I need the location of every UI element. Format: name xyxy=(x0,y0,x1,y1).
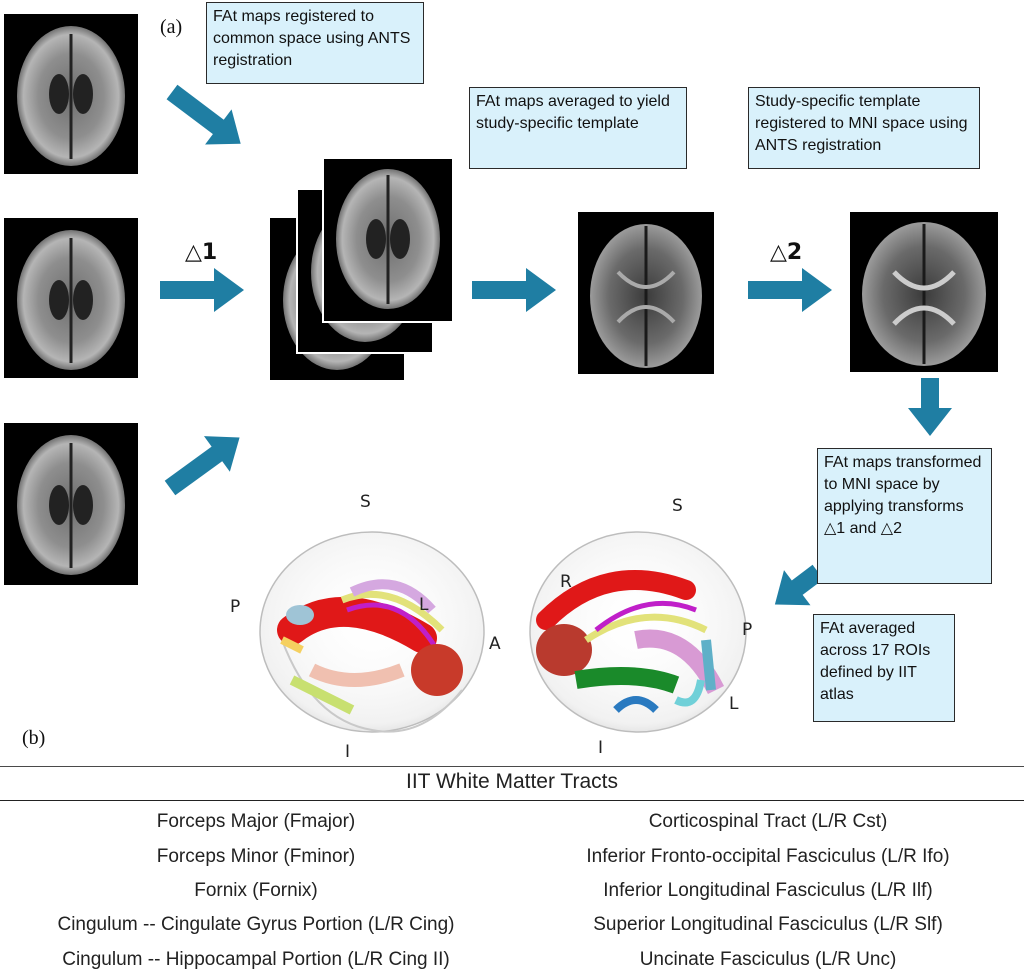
arrow-average xyxy=(472,268,556,312)
box-register: FAt maps registered to common space usin… xyxy=(206,2,424,84)
orient-right-posterior: P xyxy=(742,620,753,640)
tract-rendering-left xyxy=(252,520,494,756)
tract-right-5: Uncinate Fasciculus (L/R Unc) xyxy=(639,949,897,970)
tract-right-4: Superior Longitudinal Fasciculus (L/R Sl… xyxy=(593,914,943,935)
fa-map-subject-1 xyxy=(4,14,138,174)
fa-map-subject-2 xyxy=(4,218,138,378)
arrow-register-2 xyxy=(160,268,244,312)
orient-left-posterior: P xyxy=(230,597,241,617)
delta-1-label: △1 xyxy=(185,240,218,265)
delta-2-label: △2 xyxy=(770,240,803,265)
table-title: IIT White Matter Tracts xyxy=(406,770,618,793)
table-top-rule xyxy=(0,766,1024,767)
registered-map-front xyxy=(322,157,454,323)
box-average: FAt maps averaged to yield study-specifi… xyxy=(469,87,687,169)
tract-right-3: Inferior Longitudinal Fasciculus (L/R Il… xyxy=(603,880,933,901)
orient-left-inferior: I xyxy=(345,742,351,762)
orient-anterior: A xyxy=(489,634,501,654)
tract-left-4: Cingulum -- Cingulate Gyrus Portion (L/R… xyxy=(57,914,455,935)
box-mni: Study-specific template registered to MN… xyxy=(748,87,980,169)
orient-right-left: L xyxy=(729,694,739,714)
fa-map-subject-3 xyxy=(4,423,138,585)
box-transform: FAt maps transformed to MNI space by app… xyxy=(817,448,992,584)
arrow-mni xyxy=(748,268,832,312)
orient-right-superior: S xyxy=(672,496,683,516)
panel-label-b: (b) xyxy=(22,727,46,749)
orient-right-right: R xyxy=(560,572,572,592)
tract-left-1: Forceps Major (Fmajor) xyxy=(156,811,356,832)
tract-left-5: Cingulum -- Hippocampal Portion (L/R Cin… xyxy=(62,949,450,970)
tract-left-2: Forceps Minor (Fminor) xyxy=(156,846,356,867)
orient-left-superior: S xyxy=(360,492,371,512)
tract-rendering-right xyxy=(526,520,758,756)
arrow-register-1 xyxy=(166,84,241,145)
orient-left-left: L xyxy=(419,595,429,615)
tract-left-3: Fornix (Fornix) xyxy=(194,880,318,901)
table-header-rule xyxy=(0,800,1024,801)
box-rois: FAt averaged across 17 ROIs defined by I… xyxy=(813,614,955,722)
tract-right-2: Inferior Fronto-occipital Fasciculus (L/… xyxy=(586,846,950,867)
panel-label-a: (a) xyxy=(160,16,183,38)
arrow-down-transform xyxy=(908,378,952,436)
tract-right-1: Corticospinal Tract (L/R Cst) xyxy=(648,811,888,832)
arrow-register-3 xyxy=(164,436,240,496)
mni-template-image xyxy=(850,212,998,372)
orient-right-inferior: I xyxy=(598,738,604,758)
study-template-image xyxy=(578,212,714,374)
arrow-to-rois xyxy=(774,564,824,606)
